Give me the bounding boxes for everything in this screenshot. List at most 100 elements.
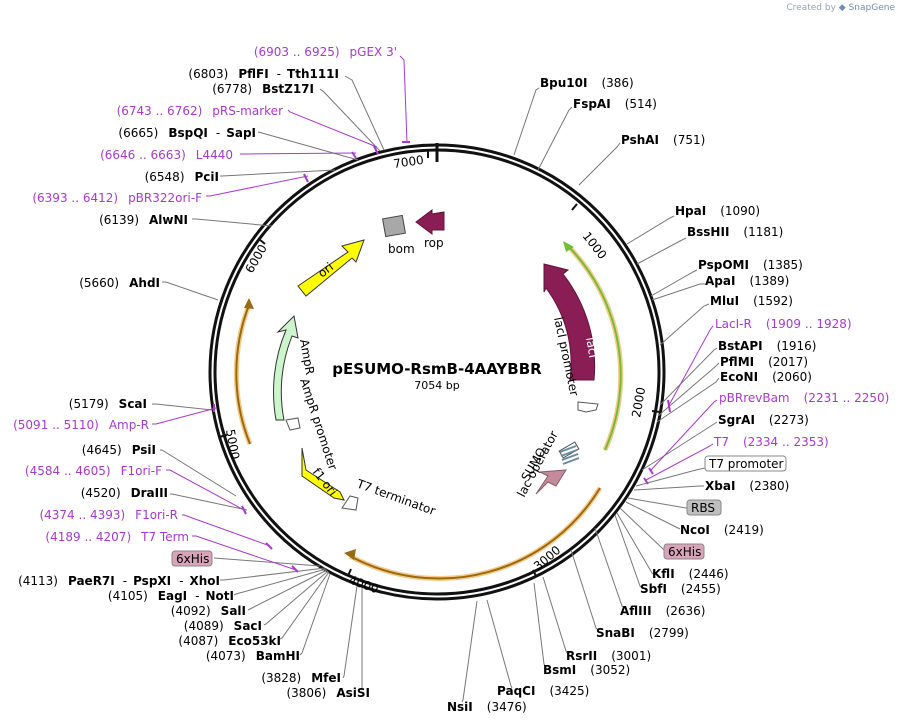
site-SacI[interactable]: SacI — [234, 619, 262, 633]
leader-L4440 — [240, 152, 357, 155]
site-PspXI[interactable]: PspXI — [133, 574, 171, 588]
primer-Amp-R[interactable]: Amp-R — [109, 418, 149, 432]
plasmid-name: pESUMO-RsmB-4AAYBBR — [332, 360, 542, 378]
svg-text:(4374 .. 4393)F1ori-R: (4374 .. 4393)F1ori-R — [39, 508, 178, 522]
primer-F1ori-R[interactable]: F1ori-R — [135, 508, 178, 522]
site-PsiI[interactable]: PsiI — [132, 443, 156, 457]
site-SapI[interactable]: SapI — [226, 126, 256, 140]
feature-ori-arrow[interactable] — [297, 239, 365, 297]
leader-NsiI — [461, 600, 478, 703]
feature-AmpR-promoter-arrow[interactable] — [285, 417, 301, 431]
t7-promoter-box[interactable] — [704, 455, 787, 472]
site-BspQI-sep: - — [216, 126, 220, 140]
feature-f1ori-arrow[interactable] — [301, 447, 345, 501]
site-NotI[interactable]: NotI — [206, 589, 235, 603]
site-AflIII[interactable]: AflIII — [620, 604, 652, 618]
site-AhdI[interactable]: AhdI — [129, 276, 160, 290]
site-MfeI[interactable]: MfeI — [311, 671, 341, 685]
site-EcoNI-pos: (2060) — [772, 370, 812, 384]
site-PaeR7I[interactable]: PaeR7I — [68, 574, 115, 588]
site-MluI[interactable]: MluI — [710, 294, 739, 308]
feature-rop-arrow[interactable] — [415, 209, 445, 235]
site-RsrII[interactable]: RsrII — [566, 649, 597, 663]
primer-F1ori-F[interactable]: F1ori-F — [121, 464, 162, 478]
site-Bpu10I[interactable]: Bpu10I — [540, 76, 587, 90]
primer-pRS-marker[interactable]: pRS-marker — [212, 104, 283, 118]
site-PflMI[interactable]: PflMI — [720, 355, 754, 369]
leader-ScaI — [152, 403, 213, 411]
primer-LacI-R[interactable]: LacI-R — [715, 317, 752, 331]
site-NsiI[interactable]: NsiI — [447, 700, 473, 714]
leader-BamHI — [299, 573, 331, 656]
leader-XbaI — [633, 485, 704, 491]
feature-lacI-promoter-arrow[interactable] — [577, 401, 599, 413]
site-BssHII[interactable]: BssHII — [687, 225, 729, 239]
his-right-box[interactable] — [663, 543, 705, 560]
leader-PciI — [220, 169, 336, 177]
site-BstZ17I-pos: (6778) — [212, 82, 252, 96]
site-SgrAI[interactable]: SgrAI — [718, 413, 755, 427]
site-SalI[interactable]: SalI — [221, 604, 246, 618]
svg-text:AflIII(2636): AflIII(2636) — [620, 604, 705, 618]
site-Eco53kI[interactable]: Eco53kI — [228, 634, 281, 648]
site-KflI[interactable]: KflI — [652, 567, 675, 581]
site-EcoNI[interactable]: EcoNI — [720, 370, 758, 384]
leader-AlwNI — [192, 218, 273, 227]
rbs-box[interactable] — [686, 499, 722, 516]
primer-L4440[interactable]: L4440 — [196, 148, 233, 162]
primer-T7[interactable]: T7 — [713, 435, 729, 449]
site-PspOMI[interactable]: PspOMI — [698, 258, 749, 272]
primer-T7-range: (2334 .. 2353) — [743, 435, 829, 449]
site-BstAPI[interactable]: BstAPI — [718, 339, 763, 353]
feature-bom-box[interactable] — [382, 214, 406, 238]
site-DraIII[interactable]: DraIII — [131, 486, 168, 500]
feature-lacI-arrow[interactable] — [543, 263, 596, 381]
site-BstZ17I[interactable]: BstZ17I — [262, 82, 314, 96]
site-ScaI[interactable]: ScaI — [119, 397, 147, 411]
his-left-box[interactable] — [171, 550, 213, 567]
site-XbaI[interactable]: XbaI — [705, 479, 735, 493]
svg-text:LacI-R(1909 .. 1928): LacI-R(1909 .. 1928) — [715, 317, 852, 331]
tick-label-2000: 2000 — [629, 386, 648, 419]
leader-BsmI — [533, 582, 546, 667]
site-SbfI[interactable]: SbfI — [640, 582, 667, 596]
site-HpaI[interactable]: HpaI — [675, 204, 706, 218]
svg-text:(6548)PciI: (6548)PciI — [145, 170, 219, 184]
leader-SacI — [263, 570, 329, 626]
primer-pBRrevBam[interactable]: pBRrevBam — [719, 391, 790, 405]
site-ApaI[interactable]: ApaI — [705, 274, 735, 288]
svg-text:(6646 .. 6663)L4440: (6646 .. 6663)L4440 — [100, 148, 233, 162]
orf-left-arc — [235, 304, 251, 445]
site-PciI[interactable]: PciI — [195, 170, 220, 184]
site-AsiSI[interactable]: AsiSI — [336, 686, 370, 700]
site-BsmI[interactable]: BsmI — [543, 663, 576, 677]
svg-text:BsmI(3052): BsmI(3052) — [543, 663, 630, 677]
svg-text:BstAPI(1916): BstAPI(1916) — [718, 339, 816, 353]
left-primer-leaders — [152, 55, 410, 573]
site-NcoI[interactable]: NcoI — [680, 523, 710, 537]
feature-SUMO-arrow[interactable] — [535, 469, 567, 495]
site-PaqCI[interactable]: PaqCI — [497, 684, 535, 698]
primer-pGEX3[interactable]: pGEX 3' — [350, 45, 397, 59]
site-PshAI[interactable]: PshAI — [621, 133, 659, 147]
site-Bpu10I-pos: (386) — [601, 76, 633, 90]
leader-SalI — [247, 569, 328, 611]
leader-PspOMI — [650, 269, 698, 297]
primer-T7Term[interactable]: T7 Term — [140, 530, 189, 544]
snapgene-credit: Created by ◆ SnapGene — [786, 3, 895, 13]
site-XhoI[interactable]: XhoI — [189, 574, 220, 588]
site-FspAI[interactable]: FspAI — [573, 97, 611, 111]
site-BamHI[interactable]: BamHI — [256, 649, 300, 663]
feature-T7-terminator-arrow[interactable] — [341, 495, 359, 511]
site-AlwNI[interactable]: AlwNI — [149, 213, 188, 227]
svg-text:(4092)SalI: (4092)SalI — [171, 604, 246, 618]
site-Tth111I[interactable]: Tth111I — [287, 67, 339, 81]
feature-AmpR-arrow[interactable] — [273, 314, 299, 421]
site-PflFI[interactable]: PflFI — [238, 67, 268, 81]
leader-PshAI — [578, 142, 621, 186]
primer-pBR322ori-F[interactable]: pBR322ori-F — [128, 191, 202, 205]
leader-AhdI — [162, 281, 219, 301]
site-SnaBI[interactable]: SnaBI — [596, 626, 635, 640]
site-EagI[interactable]: EagI — [158, 589, 187, 603]
site-BspQI[interactable]: BspQI — [168, 126, 208, 140]
